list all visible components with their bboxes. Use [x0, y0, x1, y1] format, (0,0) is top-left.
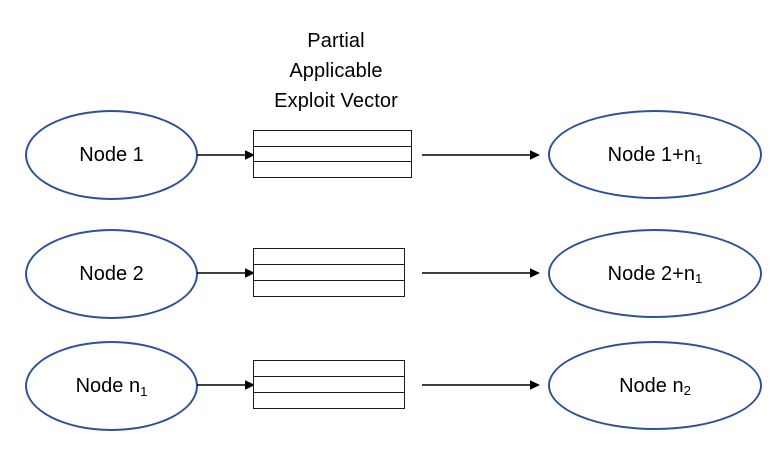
arrow-source-2-to-vector-2: [197, 267, 255, 279]
source-node-3-label: Node n1: [75, 375, 148, 399]
exploit-vector-cell: [254, 393, 404, 408]
target-node-3-label: Node n2: [619, 374, 691, 399]
exploit-vector-cell: [254, 131, 411, 147]
exploit-vector-cell: [254, 281, 404, 296]
target-node-1-label: Node 1+n1: [607, 143, 703, 168]
exploit-vector-box-3[interactable]: [253, 360, 405, 409]
arrow-vector-2-to-target-2: [422, 267, 540, 279]
exploit-vector-box-2[interactable]: [253, 248, 405, 297]
target-node-1[interactable]: Node 1+n1: [548, 110, 762, 199]
exploit-vector-title: Partial Applicable Exploit Vector: [236, 26, 436, 116]
exploit-vector-cell: [254, 265, 404, 281]
source-node-3[interactable]: Node n1: [25, 341, 198, 431]
exploit-vector-cell: [254, 361, 404, 377]
target-node-2-label: Node 2+n1: [607, 262, 703, 287]
source-node-2-label: Node 2: [79, 263, 144, 285]
title-line-3: Exploit Vector: [274, 90, 398, 112]
source-node-1-label: Node 1: [79, 144, 144, 166]
title-line-1: Partial: [307, 30, 365, 52]
target-node-3[interactable]: Node n2: [548, 341, 762, 430]
arrow-source-3-to-vector-3: [197, 379, 255, 391]
title-line-2: Applicable: [289, 60, 383, 82]
exploit-vector-cell: [254, 377, 404, 393]
exploit-vector-box-1[interactable]: [253, 130, 412, 178]
exploit-vector-cell: [254, 249, 404, 265]
exploit-vector-cell: [254, 147, 411, 163]
arrow-vector-3-to-target-3: [422, 379, 540, 391]
arrow-source-1-to-vector-1: [197, 149, 255, 161]
target-node-2[interactable]: Node 2+n1: [548, 229, 762, 318]
source-node-2[interactable]: Node 2: [25, 229, 198, 319]
source-node-1[interactable]: Node 1: [25, 110, 198, 200]
arrow-vector-1-to-target-1: [422, 149, 540, 161]
exploit-vector-cell: [254, 162, 411, 177]
